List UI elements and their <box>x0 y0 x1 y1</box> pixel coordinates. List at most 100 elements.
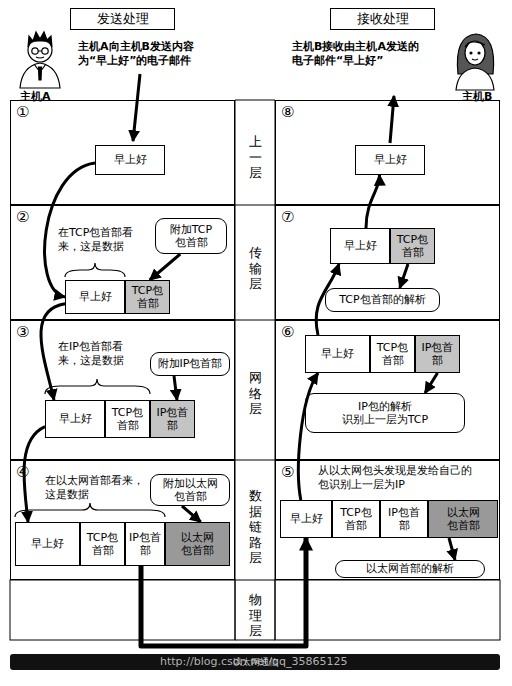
host-note: 主机B接收由主机A发送的电子邮件“早上好” <box>292 40 424 68</box>
callout-bubble: TCP包首部的解析 <box>325 288 440 312</box>
header-segment: IP包首部 <box>125 522 165 566</box>
send-arrow <box>133 74 140 141</box>
step-panel: ⑦ 早上好 TCP包首部 TCP包首部的解析 <box>275 205 500 320</box>
host-a-figure <box>20 32 60 88</box>
header-segment: TCP包首部 <box>80 522 125 566</box>
header-segment: TCP包首部 <box>332 500 380 538</box>
box-text: IP包首部 <box>387 506 421 532</box>
step-panel: ② 附加TCP包首部早上好 TCP包首部 <box>10 205 235 320</box>
box-text: IP包首部 <box>128 531 162 557</box>
physical-row <box>10 580 235 640</box>
box-text: TCP包首部 <box>131 284 165 310</box>
box-text: 发送处理 <box>97 11 149 27</box>
flow-arrow <box>150 254 180 280</box>
box-text: 以太网包首部 <box>445 506 481 532</box>
box-text: 附加以太网包首部 <box>161 477 219 503</box>
box-text: 早上好 <box>344 239 377 252</box>
box-text: TCP包首部 <box>86 531 120 557</box>
box-text: IP包首部 <box>156 406 190 432</box>
data-brace <box>15 503 165 517</box>
box-text: 早上好 <box>114 153 147 166</box>
layer-name: 物理层 <box>247 592 263 639</box>
data-segment: 早上好 <box>15 522 80 566</box>
step-panel: ① 早上好 <box>10 100 235 205</box>
host-name: 主机A <box>20 90 64 104</box>
layer-name: 数据链路层 <box>247 488 263 566</box>
header-segment: 以太网包首部 <box>428 500 498 538</box>
box-text: TCP包首部 <box>111 406 145 432</box>
box-text: 接收处理 <box>357 11 409 27</box>
step-number: ⑦ <box>281 208 294 226</box>
box-text: 以太网包首部 <box>180 531 216 557</box>
box-text: 早上好 <box>290 512 323 525</box>
step-number: ③ <box>16 323 29 341</box>
host-note: 主机A向主机B发送内容为“早上好”的电子邮件 <box>78 40 213 68</box>
box-text: 附加IP包首部 <box>158 357 223 370</box>
data-segment: 早上好 <box>65 280 125 314</box>
box-text: 早上好 <box>59 412 92 425</box>
data-brace <box>65 263 125 277</box>
box-text: TCP包首部 <box>339 506 373 532</box>
data-segment: 早上好 <box>330 228 390 264</box>
callout-bubble: 以太网首部的解析 <box>335 560 485 578</box>
flow-arrow <box>182 506 201 522</box>
annotation: 从以太网包头发现是发给自己的包识别上一层为IP <box>318 464 476 492</box>
box-text: IP包首部 <box>421 341 455 367</box>
header-segment: TCP包首部 <box>125 280 170 314</box>
receive-arrow <box>390 96 394 143</box>
annotation: 在TCP包首部看来，这是数据 <box>58 226 138 254</box>
callout-bubble: 附加IP包首部 <box>150 352 230 376</box>
header-segment: IP包首部 <box>150 400 195 438</box>
box-text: 早上好 <box>321 347 354 360</box>
host-b-figure <box>456 34 494 90</box>
step-panel: ⑧ 早上好 <box>275 100 500 205</box>
annotation: 在IP包首部看来，这是数据 <box>58 340 132 368</box>
annotation: 在以太网首部看来，这是数据 <box>45 474 145 502</box>
data-box: 早上好 <box>95 145 165 175</box>
header-segment: IP包首部 <box>380 500 428 538</box>
header-segment: 以太网包首部 <box>165 522 230 566</box>
flow-arrow <box>400 264 408 288</box>
step-number: ⑧ <box>281 103 294 121</box>
header-segment: TCP包首部 <box>105 400 150 438</box>
physical-row <box>275 580 500 640</box>
box-text: TCP包首部的解析 <box>339 293 425 306</box>
stage-header: 发送处理 <box>70 8 175 30</box>
host-name: 主机B <box>462 90 506 104</box>
stage-header: 接收处理 <box>330 8 435 30</box>
box-text: IP包的解析 识别上一层为TCP <box>335 400 435 426</box>
layer-name: 上一层 <box>247 134 263 181</box>
header-segment: TCP包首部 <box>370 335 415 373</box>
step-panel: ⑥ 早上好 TCP包首部 IP包首部 IP包的解析 识别上一层为TCP <box>275 320 500 460</box>
flow-arrow <box>174 376 177 400</box>
watermark: http://blog.csdn.net/qq_35865125 <box>160 655 400 669</box>
box-text: 以太网首部的解析 <box>366 562 454 575</box>
data-segment: 早上好 <box>45 400 105 438</box>
layer-column <box>235 100 275 640</box>
box-text: 附加TCP包首部 <box>167 223 215 249</box>
data-brace <box>45 379 150 394</box>
header-segment: IP包首部 <box>415 335 460 373</box>
data-segment: 早上好 <box>280 500 332 538</box>
step-number: ⑤ <box>281 463 294 481</box>
flow-arrow <box>449 538 455 560</box>
flow-arrow <box>366 175 380 228</box>
box-text: TCP包首部 <box>376 341 410 367</box>
layer-name: 传输层 <box>247 245 263 292</box>
step-number: ① <box>16 103 29 121</box>
data-segment: 早上好 <box>305 335 370 373</box>
step-number: ④ <box>16 463 29 481</box>
callout-bubble: 附加以太网包首部 <box>150 474 230 506</box>
box-text: 早上好 <box>31 537 64 550</box>
header-segment: TCP包首部 <box>390 228 435 264</box>
box-text: 早上好 <box>79 290 112 303</box>
flow-arrow <box>425 373 438 393</box>
step-number: ② <box>16 208 29 226</box>
layer-name: 网络层 <box>247 370 263 417</box>
callout-bubble: IP包的解析 识别上一层为TCP <box>305 393 465 433</box>
box-text: 早上好 <box>374 153 407 166</box>
data-box: 早上好 <box>355 145 425 175</box>
box-text: TCP包首部 <box>396 233 430 259</box>
step-number: ⑥ <box>281 323 294 341</box>
